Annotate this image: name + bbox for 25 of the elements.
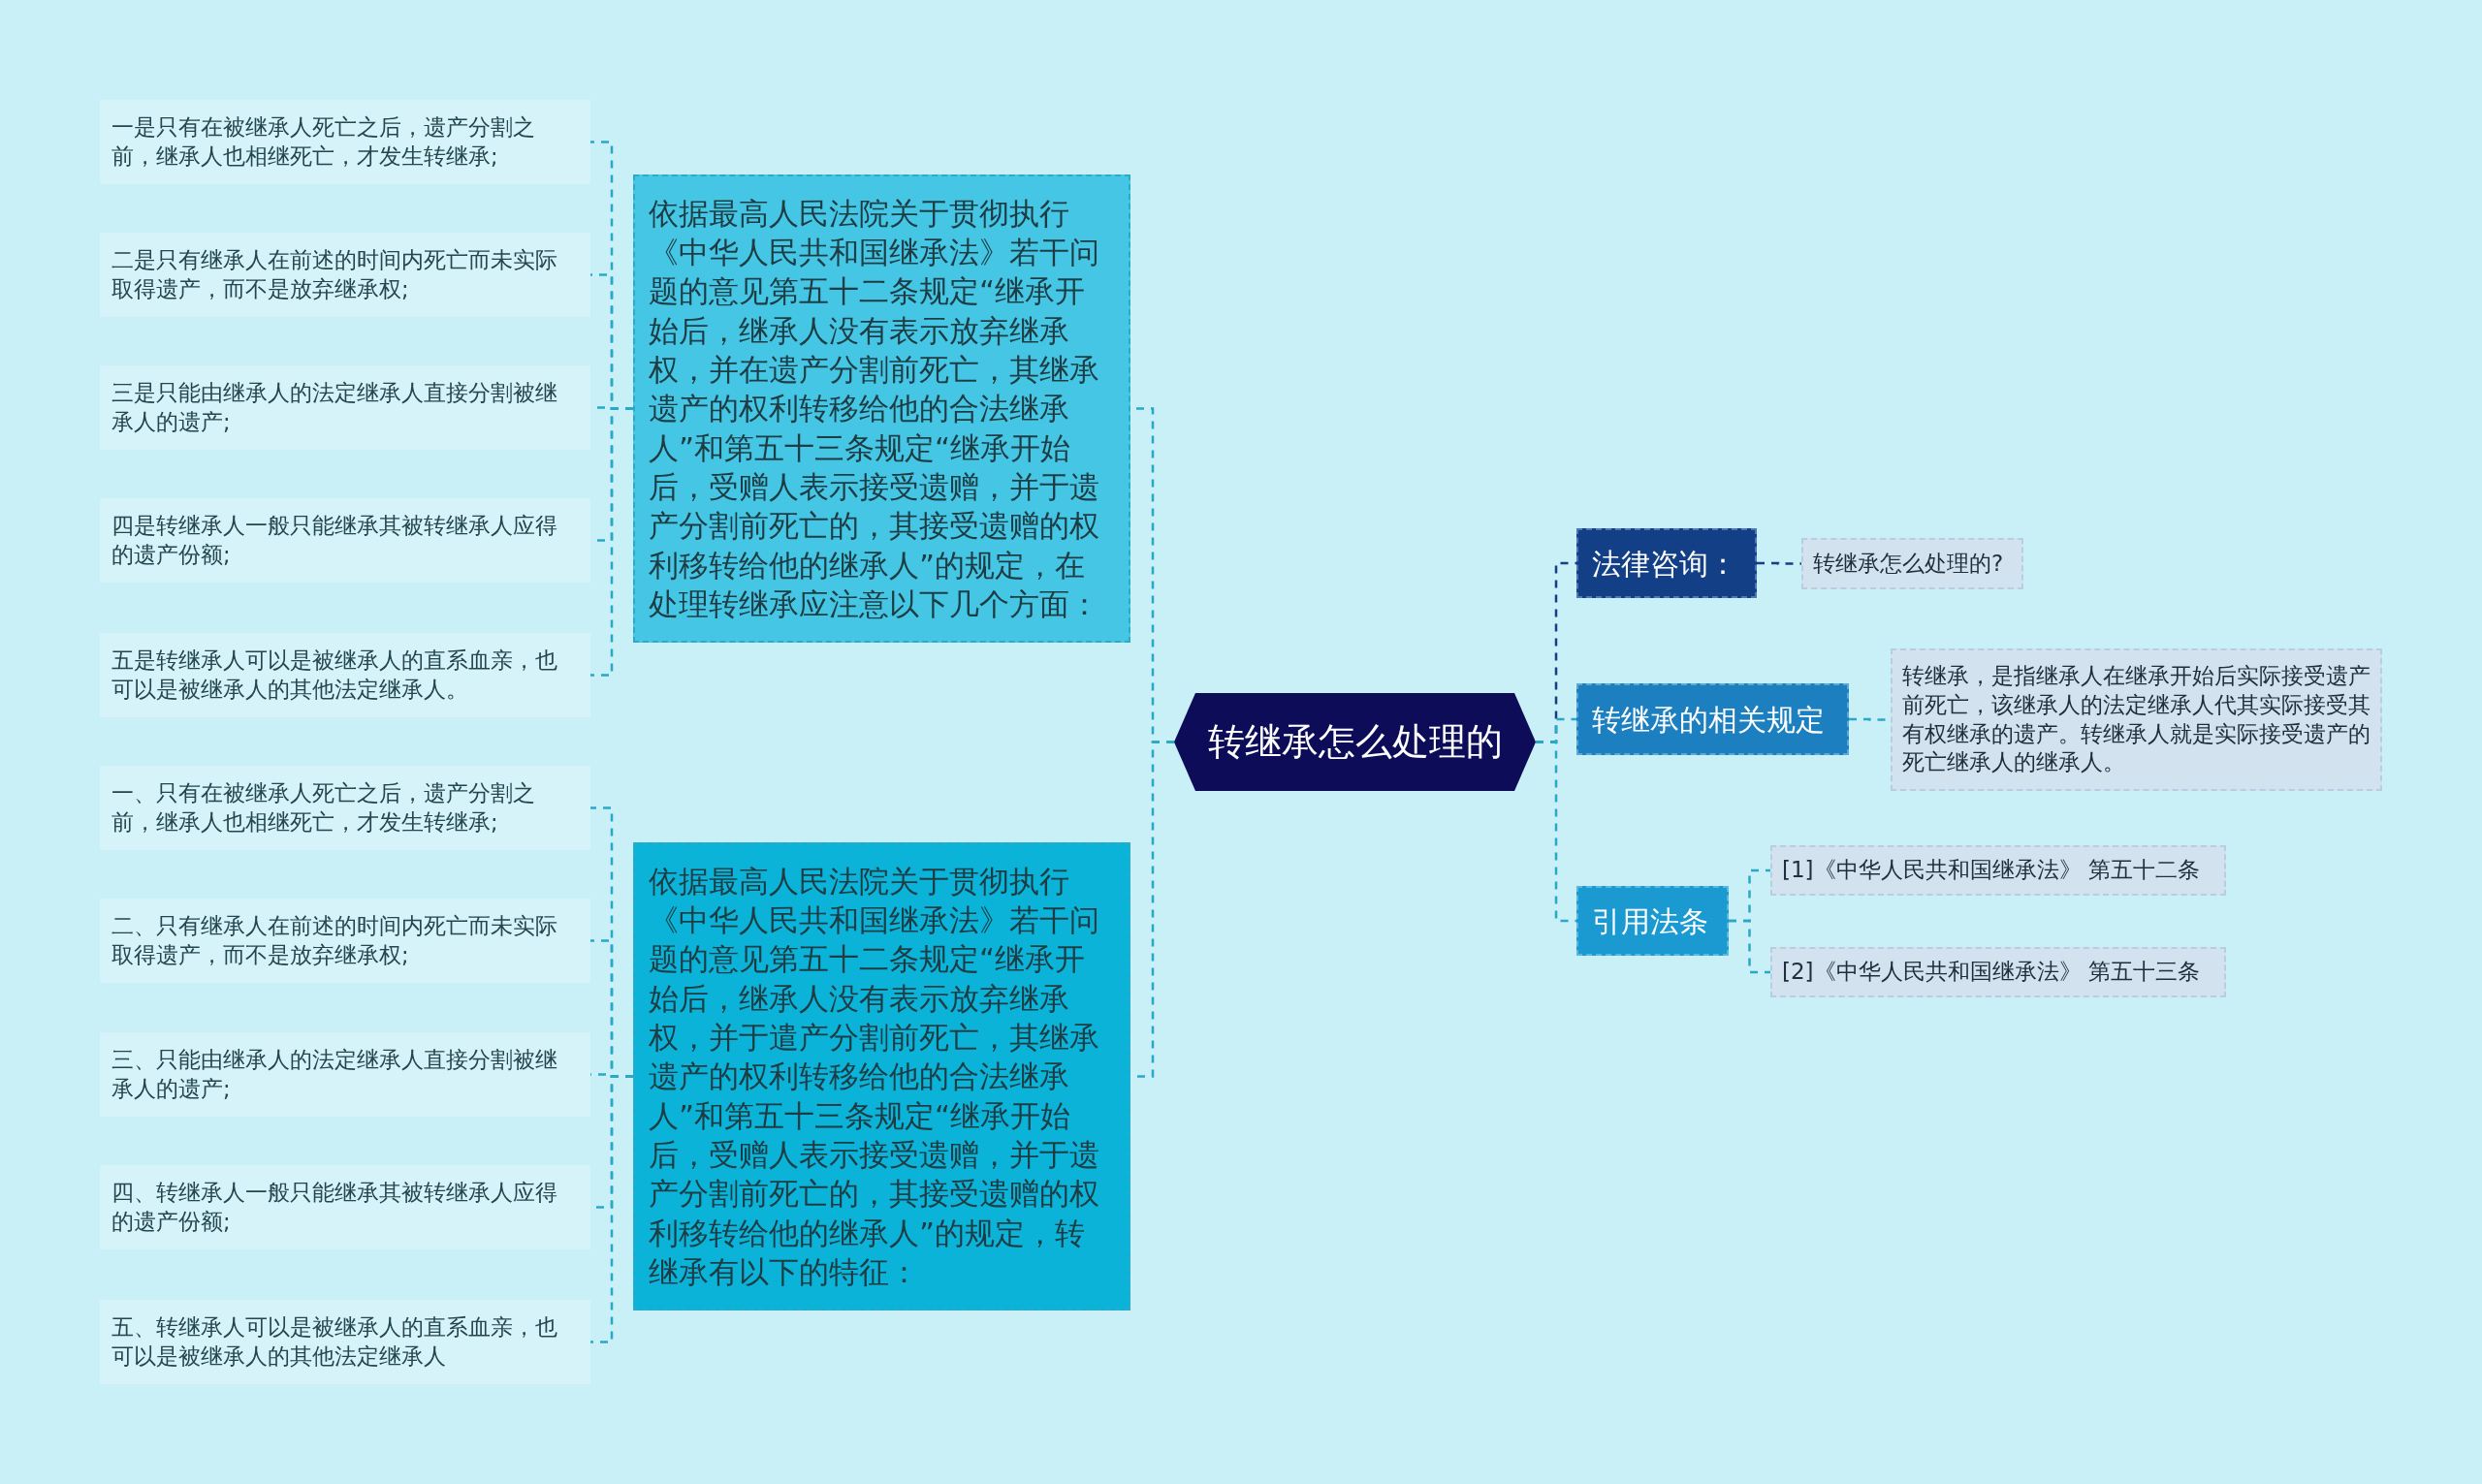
subtopic-box: 转继承，是指继承人在继承开始后实际接受遗产前死亡，该继承人的法定继承人代其实际接受其有权继承的遗产。转继承人就是实际接受遗产的死亡继承人的继承人。 [1891,648,2382,791]
branch-box: 引用法条 [1576,886,1729,956]
subtopic-box: 转继承怎么处理的? [1801,538,2023,589]
subtopic-box: 三、只能由继承人的法定继承人直接分割被继承人的遗产; [100,1032,590,1117]
central-topic: 转继承怎么处理的 [1174,693,1536,791]
subtopic-box: 四是转继承人一般只能继承其被转继承人应得的遗产份额; [100,498,590,583]
topic-box: 依据最高人民法院关于贯彻执行《中华人民共和国继承法》若干问题的意见第五十二条规定“继承开始后，继承人没有表示放弃继承权，并在遗产分割前死亡，其继承遗产的权利转移给他的合法继承人”和第五十三条规定“继承开始后，受赠人表示接受遗赠，并于遗产分割前死亡的，其接受遗赠的权利移转给他的继承人”的规定，在处理转继承应注意以下几个方面： [633,174,1130,643]
subtopic-box: 二、只有继承人在前述的时间内死亡而未实际取得遗产，而不是放弃继承权; [100,899,590,983]
subtopic-box: 五是转继承人可以是被继承人的直系血亲，也可以是被继承人的其他法定继承人。 [100,633,590,717]
subtopic-box: [1]《中华人民共和国继承法》 第五十二条 [1770,845,2226,896]
subtopic-box: 一、只有在被继承人死亡之后，遗产分割之前，继承人也相继死亡，才发生转继承; [100,766,590,850]
subtopic-box: 二是只有继承人在前述的时间内死亡而未实际取得遗产，而不是放弃继承权; [100,233,590,317]
subtopic-box: 三是只能由继承人的法定继承人直接分割被继承人的遗产; [100,365,590,450]
subtopic-box: [2]《中华人民共和国继承法》 第五十三条 [1770,947,2226,997]
connector-line [590,407,633,677]
branch-box: 法律咨询： [1576,528,1757,598]
subtopic-box: 四、转继承人一般只能继承其被转继承人应得的遗产份额; [100,1165,590,1249]
topic-box: 依据最高人民法院关于贯彻执行《中华人民共和国继承法》若干问题的意见第五十二条规定“继承开始后，继承人没有表示放弃继承权，并于遣产分割前死亡，其继承遗产的权利转移给他的合法继承人”和第五十三条规定“继承开始后，受赠人表示接受遗赠，并于遗产分割前死亡的，其接受遗赠的权利移转给他的继承人”的规定，转继承有以下的特征： [633,842,1130,1310]
branch-box: 转继承的相关规定 [1576,683,1849,755]
connector-line [1729,919,1770,974]
connector-line [590,1075,633,1343]
connector-line [1757,561,1801,565]
subtopic-box: 一是只有在被继承人死亡之后，遗产分割之前，继承人也相继死亡，才发生转继承; [100,100,590,184]
subtopic-box: 五、转继承人可以是被继承人的直系血亲，也可以是被继承人的其他法定继承人 [100,1300,590,1384]
connector-line [1536,741,1576,923]
